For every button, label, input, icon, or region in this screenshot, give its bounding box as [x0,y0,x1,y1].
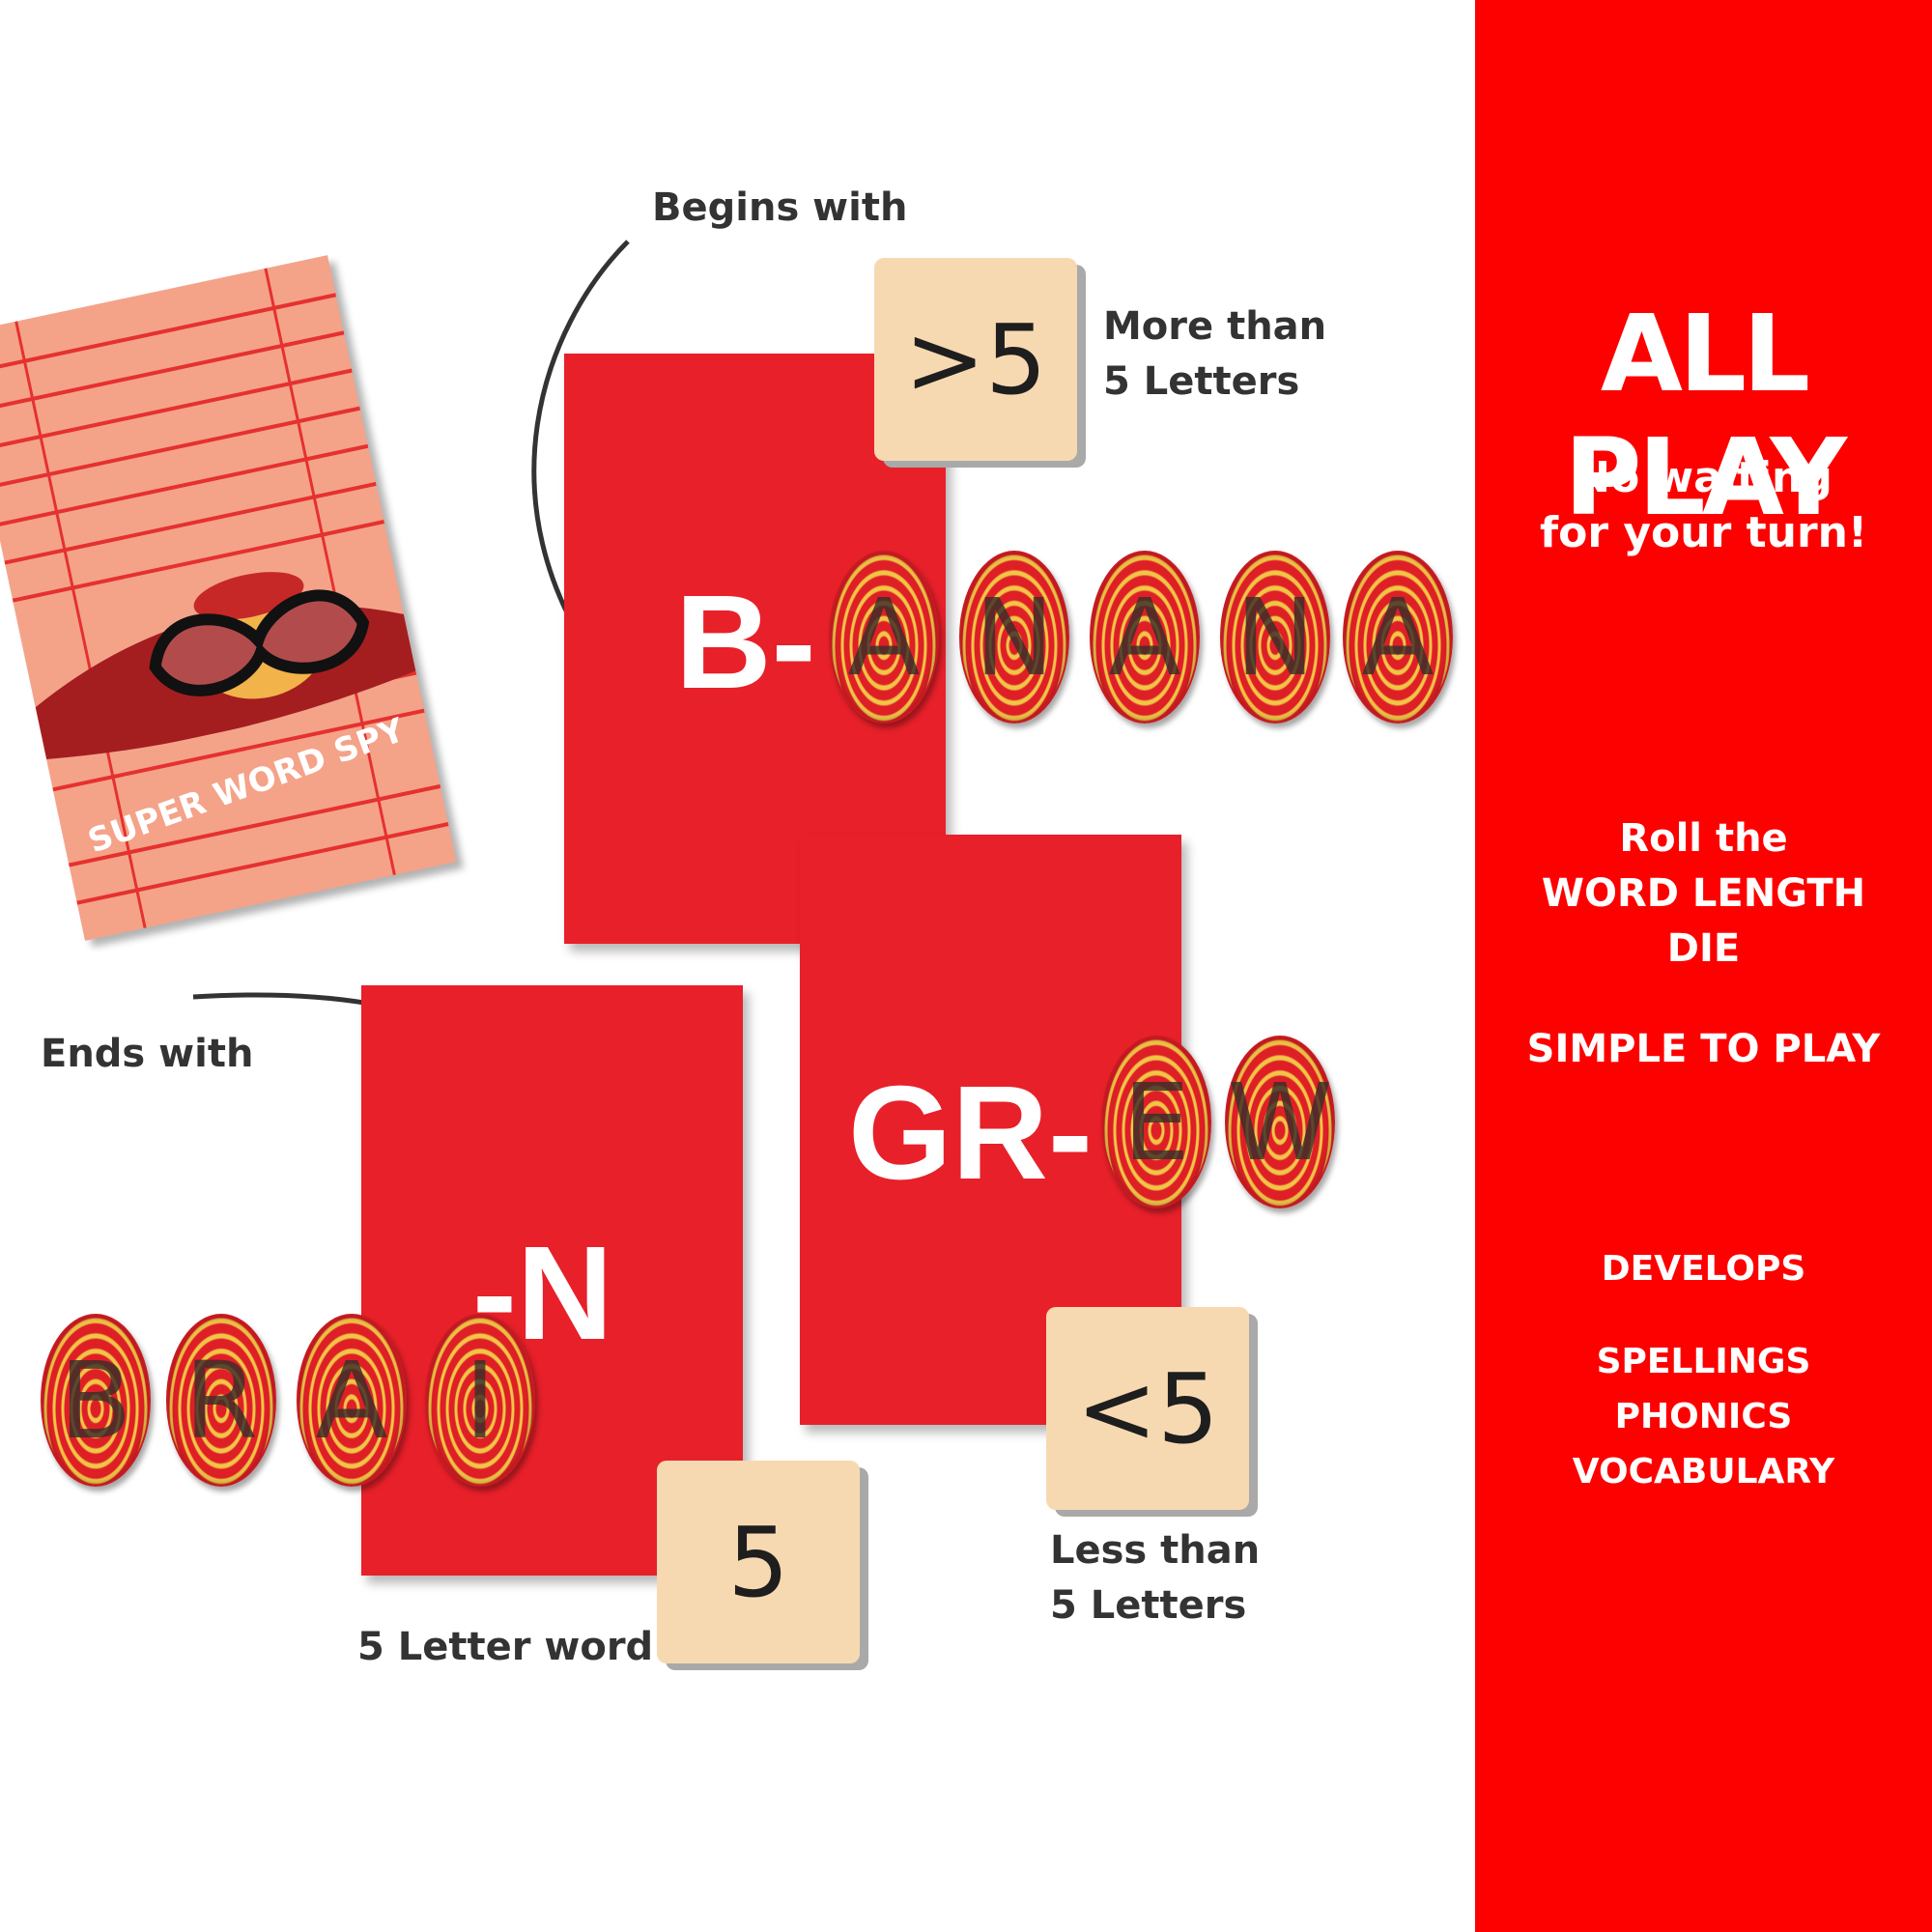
letter-token[interactable]: E [1101,1036,1211,1208]
die-face-text: >5 [904,302,1047,416]
token-letter: E [1122,1060,1190,1184]
brand-logo: ALL PLAY [1564,292,1847,539]
skill-item: VOCABULARY [1572,1452,1835,1492]
tagline-line1: No waiting [1575,453,1833,502]
token-letter: N [1235,575,1316,699]
ends-with-label: Ends with [41,1032,254,1076]
token-letter: A [315,1338,388,1463]
letter-token[interactable]: A [829,551,939,724]
letter-token[interactable]: R [166,1314,276,1487]
die-five: 5 [657,1461,860,1663]
middle-card-letters: GR- [848,1059,1093,1208]
sidebar-panel: ALL PLAY No waiting for your turn! Roll … [1475,0,1932,1932]
five-letter-word-label: 5 Letter word [357,1625,654,1669]
blind-slat [0,406,361,490]
roll-line1: Roll the [1619,816,1788,861]
tagline-line2: for your turn! [1539,508,1868,557]
simple-to-play: SIMPLE TO PLAY [1526,1027,1881,1071]
roll-line3: DIE [1666,926,1741,971]
token-letter: I [464,1338,497,1463]
less-than-line1: Less than [1050,1528,1261,1573]
token-letter: R [184,1338,259,1463]
develops-heading: DEVELOPS [1601,1249,1806,1289]
skill-item: PHONICS [1614,1397,1793,1436]
token-letter: W [1227,1060,1333,1184]
token-letter: A [847,575,921,699]
die-face-text: <5 [1076,1351,1219,1465]
die-less-than-five: <5 [1046,1307,1249,1510]
begins-with-label: Begins with [652,185,908,230]
ends-with-card: -N [361,985,743,1576]
letter-token[interactable]: A [1090,551,1200,724]
roll-line2: WORD LENGTH [1541,871,1866,916]
letter-token[interactable]: A [297,1314,407,1487]
begins-card-letters: B- [675,568,816,717]
token-letter: B [59,1338,132,1463]
letter-token[interactable]: N [959,551,1069,724]
die-more-than-five: >5 [874,258,1077,461]
skill-item: SPELLINGS [1596,1342,1811,1381]
letter-token[interactable]: I [425,1314,535,1487]
more-than-line2: 5 Letters [1103,359,1300,404]
die-face-text: 5 [727,1505,789,1619]
token-letter: A [1361,575,1435,699]
spy-peek-illustration [35,572,416,760]
letter-token[interactable]: W [1225,1036,1335,1208]
letter-token[interactable]: B [41,1314,151,1487]
token-letter: A [1108,575,1181,699]
more-than-line1: More than [1103,304,1327,349]
token-letter: N [974,575,1055,699]
letter-token[interactable]: A [1343,551,1453,724]
super-word-spy-card: SUPER WORD SPY [0,255,457,941]
less-than-line2: 5 Letters [1050,1583,1247,1628]
letter-token[interactable]: N [1220,551,1330,724]
